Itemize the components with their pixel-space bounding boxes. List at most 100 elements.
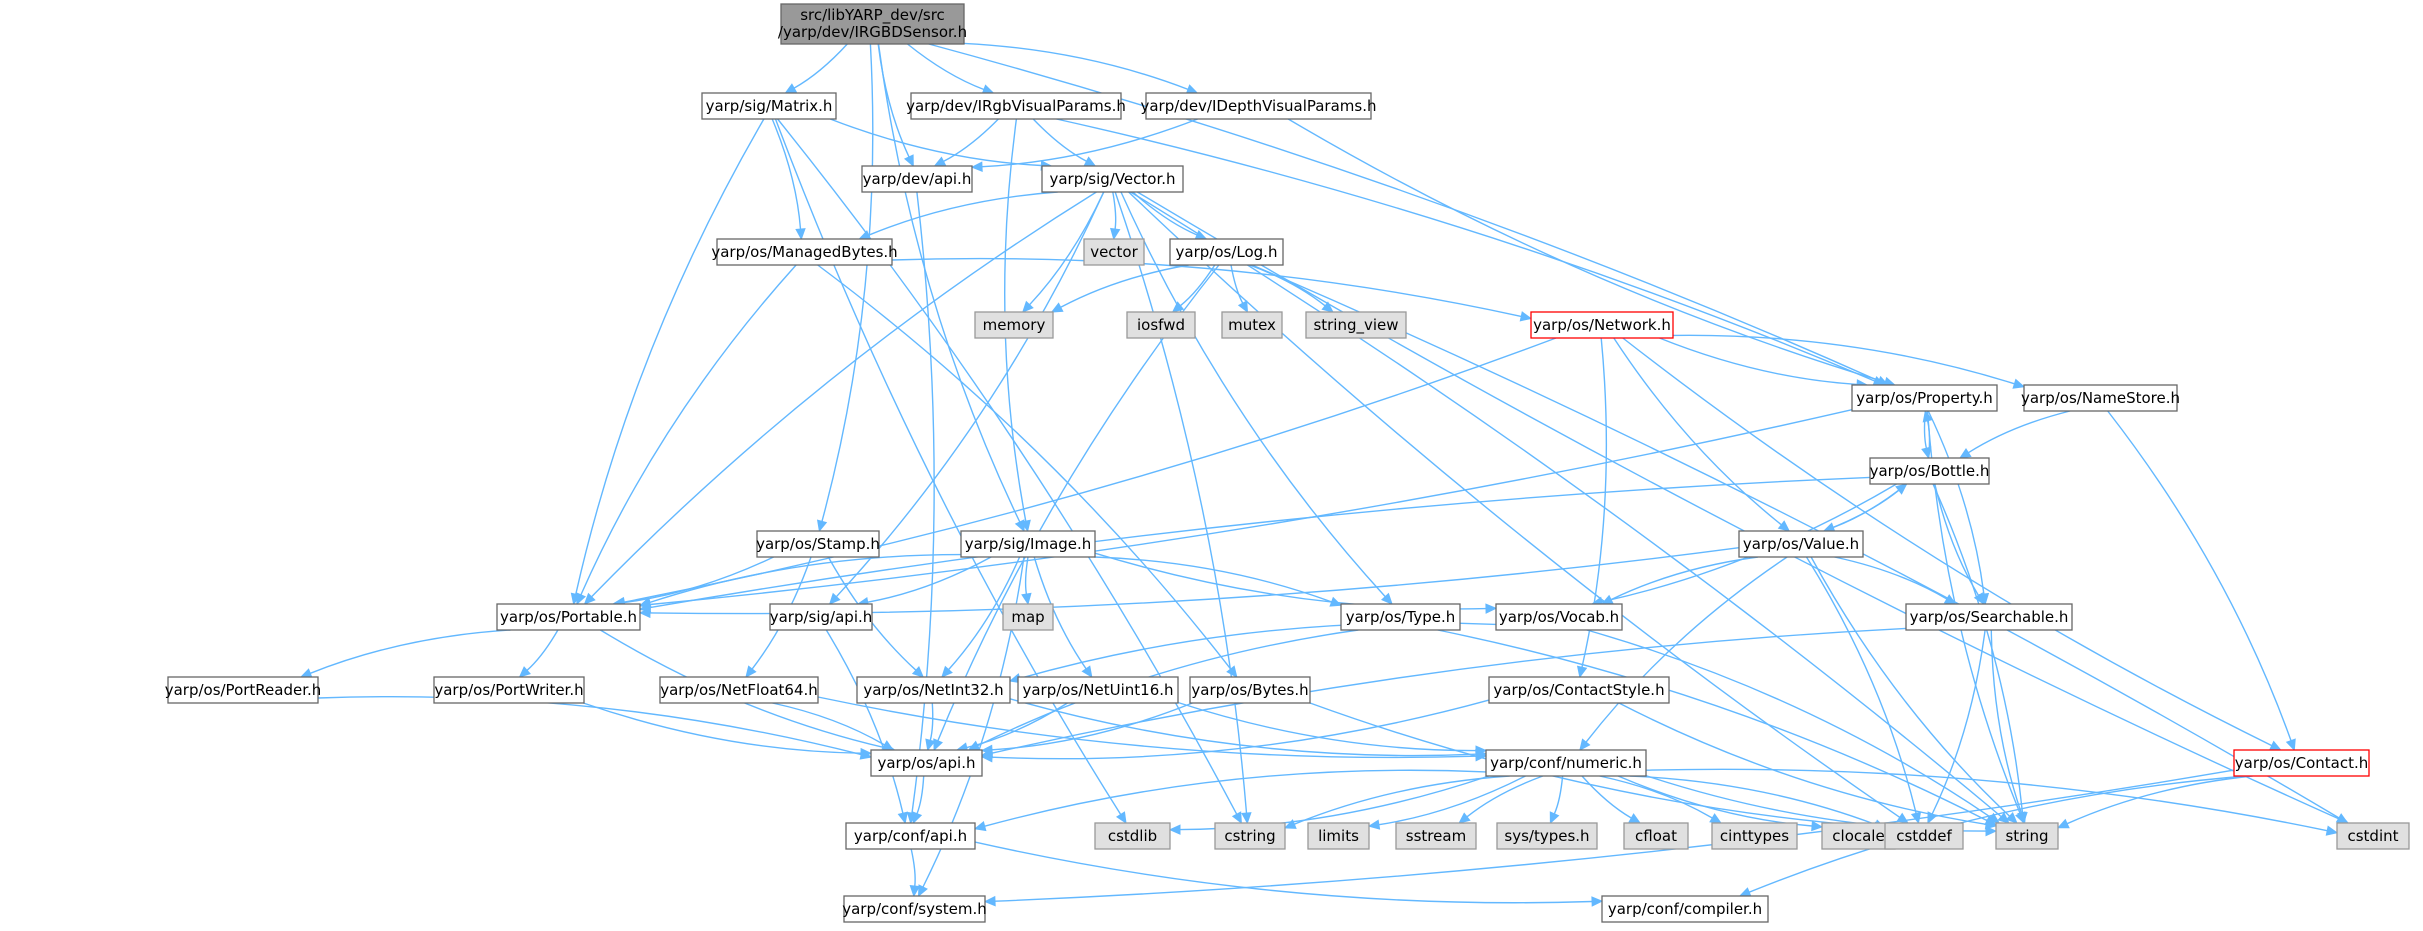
edge-arrowhead-network-to-namestore — [2012, 378, 2026, 389]
node-bytes[interactable]: yarp/os/Bytes.h — [1189, 676, 1311, 704]
edge-arrowhead-network-to-value — [1777, 520, 1791, 532]
edge-image-to-netint32 — [948, 556, 1021, 671]
edge-numeric-to-s_cstring — [1294, 775, 1510, 825]
edge-vector-to-s_string — [1130, 191, 2002, 818]
node-box — [1189, 676, 1311, 704]
node-label: yarp/os/Value.h — [1743, 535, 1859, 553]
edge-image-to-s_map — [1024, 556, 1029, 595]
edge-vector-to-portable — [591, 191, 1097, 598]
node-network[interactable]: yarp/os/Network.h — [1530, 311, 1674, 339]
edge-image-to-netuint16 — [1033, 556, 1087, 670]
node-root[interactable]: src/libYARP_dev/src/yarp/dev/IRGBDSensor… — [778, 3, 967, 45]
edge-matrix-to-vector — [829, 118, 1042, 167]
node-image[interactable]: yarp/sig/Image.h — [960, 530, 1096, 558]
node-osapi[interactable]: yarp/os/api.h — [870, 749, 983, 777]
node-vector[interactable]: yarp/sig/Vector.h — [1041, 165, 1184, 193]
edge-arrowhead-image-to-vocab — [1485, 603, 1498, 614]
node-contact[interactable]: yarp/os/Contact.h — [2233, 749, 2370, 777]
edge-confapi-to-confcompiler — [974, 841, 1593, 904]
node-label: yarp/os/NetFloat64.h — [660, 681, 818, 699]
node-label: clocale — [1832, 827, 1884, 845]
node-box — [843, 895, 986, 923]
node-box — [1496, 822, 1598, 850]
node-label: yarp/dev/api.h — [863, 170, 972, 188]
edge-portable-to-portreader — [310, 629, 511, 674]
node-devapi[interactable]: yarp/dev/api.h — [861, 165, 973, 193]
node-s-map: map — [1002, 603, 1054, 631]
node-contactstyle[interactable]: yarp/os/ContactStyle.h — [1488, 676, 1670, 704]
edge-arrowhead-confapi-to-confsystem — [909, 885, 921, 898]
edge-arrowhead-matrix-to-s_cstring — [1231, 811, 1242, 825]
edge-arrowhead-numeric-to-s_cstdint — [2325, 825, 2339, 836]
edge-arrowhead-netfloat64-to-osapi — [881, 740, 895, 751]
node-property[interactable]: yarp/os/Property.h — [1851, 384, 1998, 412]
node-numeric[interactable]: yarp/conf/numeric.h — [1485, 749, 1647, 777]
node-managed[interactable]: yarp/os/ManagedBytes.h — [711, 238, 898, 266]
node-confsystem[interactable]: yarp/conf/system.h — [842, 895, 987, 923]
edge-image-to-type — [1094, 556, 1332, 603]
edge-arrowhead-irgbvis-to-vector — [1083, 156, 1097, 167]
edge-arrowhead-stamp-to-netfloat64 — [745, 665, 757, 678]
edge-arrowhead-log-to-s_mutex — [1237, 300, 1249, 314]
node-label: string — [2005, 827, 2048, 845]
edge-arrowhead-numeric-to-s_systypes — [1549, 811, 1560, 825]
edge-arrowhead-contactstyle-to-s_string — [1984, 819, 1998, 830]
node-label: yarp/os/Network.h — [1533, 316, 1671, 334]
node-portable[interactable]: yarp/os/Portable.h — [496, 603, 641, 631]
node-type[interactable]: yarp/os/Type.h — [1340, 603, 1461, 631]
edge-bottle-to-portable — [649, 476, 1871, 609]
edge-netuint16-to-osapi — [966, 702, 1068, 749]
node-portreader[interactable]: yarp/os/PortReader.h — [165, 676, 322, 704]
node-netint32[interactable]: yarp/os/NetInt32.h — [856, 676, 1011, 704]
edge-arrowhead-image-to-netuint16 — [1081, 665, 1093, 679]
node-box — [1869, 457, 1990, 485]
edge-arrowhead-managed-to-network — [1519, 311, 1533, 322]
edge-arrowhead-confapi-to-confcompiler — [1591, 896, 1604, 907]
edge-arrowhead-vocab-to-s_string — [1987, 812, 2001, 824]
node-label: memory — [983, 316, 1046, 334]
node-label: cinttypes — [1720, 827, 1789, 845]
node-namestore[interactable]: yarp/os/NameStore.h — [2021, 384, 2180, 412]
edge-contact-to-confcompiler — [1748, 775, 2247, 893]
edge-arrowhead-vector-to-sigapi — [828, 592, 841, 605]
node-confcompiler[interactable]: yarp/conf/compiler.h — [1601, 895, 1769, 923]
node-searchable[interactable]: yarp/os/Searchable.h — [1905, 603, 2073, 631]
node-box — [1169, 238, 1284, 266]
edge-image-to-portable — [649, 553, 962, 604]
edge-bottle-to-property — [1926, 420, 1931, 459]
edge-arrowhead-value-to-bottle — [1895, 483, 1908, 495]
node-stamp[interactable]: yarp/os/Stamp.h — [756, 530, 880, 558]
edge-managed-to-bytes — [817, 264, 1232, 670]
edge-contactstyle-to-osapi — [991, 699, 1490, 760]
edge-arrowhead-bottle-to-searchable — [1973, 592, 1985, 606]
node-confapi[interactable]: yarp/conf/api.h — [845, 822, 976, 850]
node-idepthvis[interactable]: yarp/dev/IDepthVisualParams.h — [1140, 92, 1377, 120]
edge-bytes-to-osapi — [991, 702, 1193, 751]
node-vocab[interactable]: yarp/os/Vocab.h — [1495, 603, 1623, 631]
node-netfloat64[interactable]: yarp/os/NetFloat64.h — [659, 676, 819, 704]
node-bottle[interactable]: yarp/os/Bottle.h — [1869, 457, 1990, 485]
edge-irgbvis-to-property — [1056, 118, 1876, 382]
node-label: cstdint — [2347, 827, 2398, 845]
node-value[interactable]: yarp/os/Value.h — [1738, 530, 1864, 558]
edge-arrowhead-value-to-numeric — [1579, 738, 1591, 751]
edge-managed-to-portable — [580, 264, 797, 596]
node-s-vector: vector — [1083, 238, 1145, 266]
node-portwriter[interactable]: yarp/os/PortWriter.h — [433, 676, 585, 704]
node-label: yarp/sig/api.h — [770, 608, 873, 626]
node-irgbvis[interactable]: yarp/dev/IRgbVisualParams.h — [906, 92, 1126, 120]
edge-arrowhead-bottle-to-property — [1922, 409, 1933, 423]
node-sigapi[interactable]: yarp/sig/api.h — [769, 603, 873, 631]
node-s-mutex: mutex — [1221, 311, 1283, 339]
node-s-clocale: clocale — [1821, 822, 1896, 850]
node-s-cfloat: cfloat — [1623, 822, 1689, 850]
node-s-cstdint: cstdint — [2336, 822, 2410, 850]
node-s-memory: memory — [974, 311, 1054, 339]
node-s-sstream: sstream — [1395, 822, 1477, 850]
edge-vocab-to-netint32 — [1019, 622, 1497, 680]
node-log[interactable]: yarp/os/Log.h — [1169, 238, 1284, 266]
edge-arrowhead-numeric-to-s_cfloat — [1628, 813, 1642, 824]
node-matrix[interactable]: yarp/sig/Matrix.h — [701, 92, 837, 120]
edge-contact-to-s_string — [2066, 775, 2253, 825]
node-netuint16[interactable]: yarp/os/NetUint16.h — [1017, 676, 1179, 704]
